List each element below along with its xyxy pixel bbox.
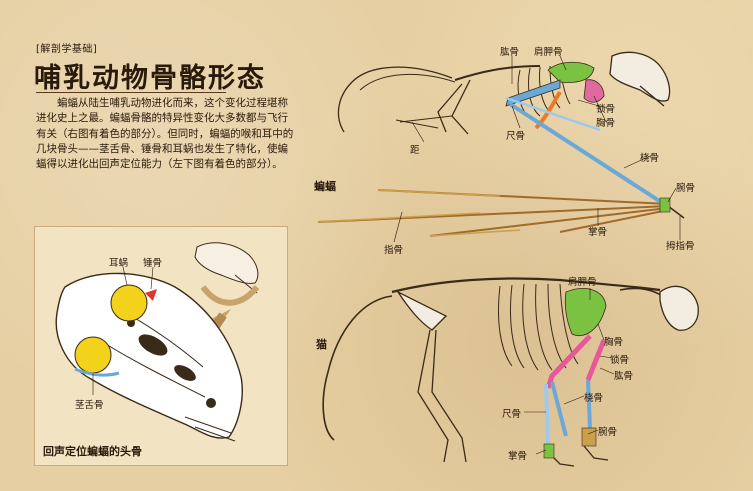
bat-label-ulna: 尺骨	[506, 131, 526, 142]
cat-skeleton	[322, 277, 699, 467]
cochlea-upper-shape	[110, 284, 148, 322]
intro-paragraph: 蝙蝠从陆生哺乳动物进化而来，这个变化过程堪称进化史上之最。蝙蝠骨骼的特异性变化大…	[36, 97, 294, 171]
bat-label-carpals: 腕骨	[676, 183, 696, 194]
bat-skeleton	[317, 51, 685, 237]
bat-scapula-shape	[547, 61, 595, 83]
bat-skull-illustration	[55, 242, 260, 442]
cat-label-radius: 桡骨	[584, 393, 604, 404]
cat-radius2-shape	[586, 379, 592, 429]
skull-inset-panel: 耳蜗 锤骨 茎舌骨 回声定位蝙蝠的头骨	[34, 226, 288, 466]
page-title: 哺乳动物骨骼形态	[34, 63, 266, 94]
cat-humerus2-shape	[585, 339, 607, 381]
bat-label-humerus: 肱骨	[500, 47, 520, 58]
cat-label-sternum: 胸骨	[604, 337, 624, 348]
title-divider	[36, 92, 226, 93]
bat-label-scapula: 肩胛骨	[534, 47, 563, 58]
stylohyal-shape	[74, 367, 120, 377]
cat-ulna-shape	[544, 383, 550, 447]
bat-label-clavicle: 锁骨	[596, 104, 616, 115]
bat-ulna-shape	[505, 96, 601, 132]
bat-label-metacarpals: 掌骨	[588, 227, 608, 238]
section-tag: [解剖学基础]	[36, 44, 98, 55]
bat-label-calcar: 距	[410, 145, 420, 156]
bat-sternum-shape	[583, 79, 605, 103]
bat-label-radius: 桡骨	[640, 153, 660, 164]
bat-humerus-shape	[505, 79, 561, 107]
cat-label-clavicle: 锁骨	[610, 355, 630, 366]
bat-radius-shape	[508, 102, 666, 206]
cat-label-carpals: 腕骨	[598, 427, 618, 438]
cochlea-lower-shape	[74, 336, 112, 374]
cat-label-humerus: 肱骨	[614, 371, 634, 382]
bat-label-phalanges: 指骨	[384, 245, 404, 256]
inset-caption: 回声定位蝙蝠的头骨	[43, 445, 142, 458]
bat-label-thumb: 拇指骨	[666, 241, 695, 252]
label-cochlea: 耳蜗	[109, 258, 129, 269]
cat-scapula-shape	[564, 288, 607, 336]
cat-radius-shape	[550, 381, 568, 437]
cat-metacarpals-shape	[543, 443, 555, 459]
malleus-shape	[145, 289, 157, 301]
cat-name-label: 猫	[316, 338, 327, 351]
bat-name-label: 蝙蝠	[314, 180, 336, 193]
cat-humerus-shape	[545, 334, 592, 389]
label-stylohyal: 茎舌骨	[75, 400, 104, 411]
cat-carpals-shape	[581, 427, 597, 447]
bat-label-sternum: 胸骨	[596, 118, 616, 129]
cat-label-metacarpals: 掌骨	[508, 451, 528, 462]
label-malleus: 锤骨	[143, 258, 163, 269]
bat-carpals-shape	[659, 197, 671, 213]
cat-label-ulna: 尺骨	[502, 409, 522, 420]
cat-label-scapula: 肩胛骨	[568, 277, 597, 288]
